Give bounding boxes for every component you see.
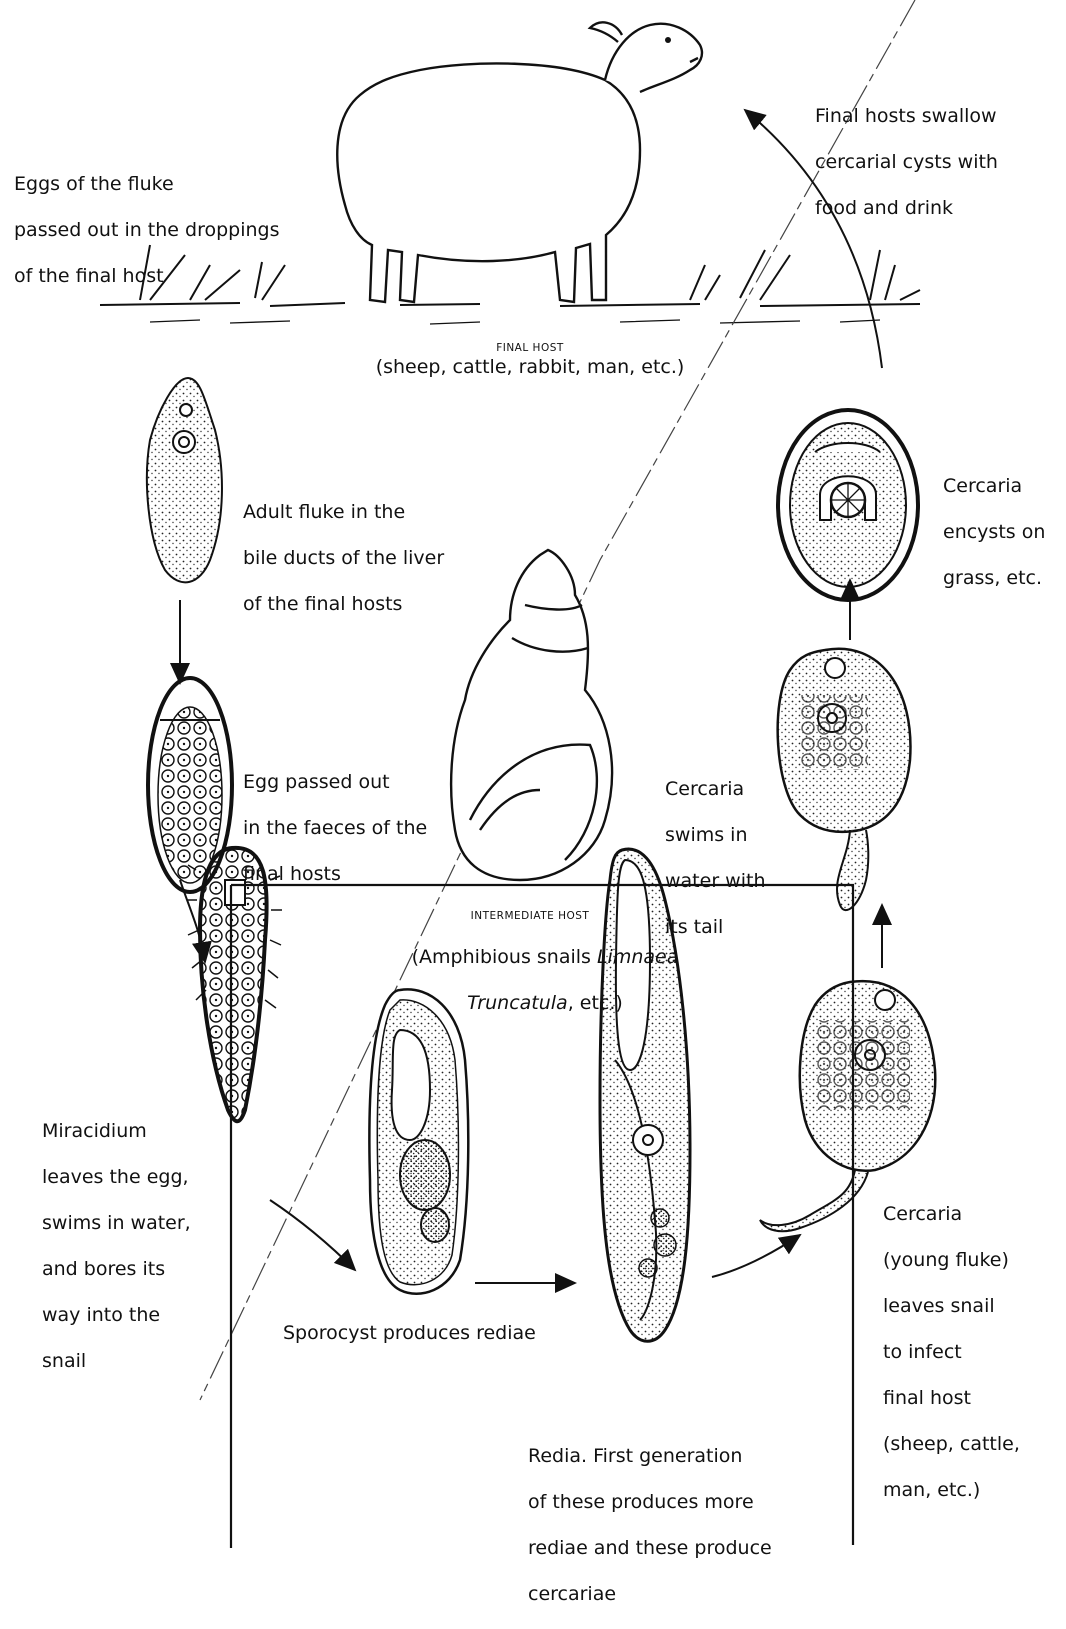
arrow-miracidium-to-sporocyst (270, 1200, 355, 1270)
swimming-cercaria (778, 649, 911, 910)
sheep-illustration (337, 22, 702, 302)
label-redia: Redia. First generation of these produce… (528, 1422, 772, 1629)
label-intermediate-host-title: INTERMEDIATE HOST (440, 910, 620, 923)
label-cercaria-leaves: Cercaria (young fluke) leaves snail to i… (883, 1180, 1020, 1525)
adult-fluke (147, 378, 222, 582)
fluke-life-cycle-diagram: Eggs of the fluke passed out in the drop… (0, 0, 1066, 1548)
arrow-redia-to-cercaria (712, 1235, 800, 1277)
label-cercaria-encysts: Cercaria encysts on grass, etc. (943, 452, 1045, 613)
label-final-host-title: FINAL HOST (430, 342, 630, 355)
label-final-host-examples: (sheep, cattle, rabbit, man, etc.) (330, 356, 730, 379)
snail-shell (451, 550, 612, 880)
label-miracidium: Miracidium leaves the egg, swims in wate… (42, 1097, 191, 1396)
label-egg-passed: Egg passed out in the faeces of the fina… (243, 748, 427, 909)
label-sporocyst: Sporocyst produces rediae (283, 1322, 536, 1345)
label-final-hosts-swallow: Final hosts swallow cercarial cysts with… (815, 82, 998, 243)
cercaria-cyst (778, 410, 918, 600)
label-intermediate-host-examples: (Amphibious snails Limnaea Truncatula, e… (395, 923, 695, 1038)
label-adult-fluke: Adult fluke in the bile ducts of the liv… (243, 478, 444, 639)
label-eggs-in-droppings: Eggs of the fluke passed out in the drop… (14, 150, 280, 311)
